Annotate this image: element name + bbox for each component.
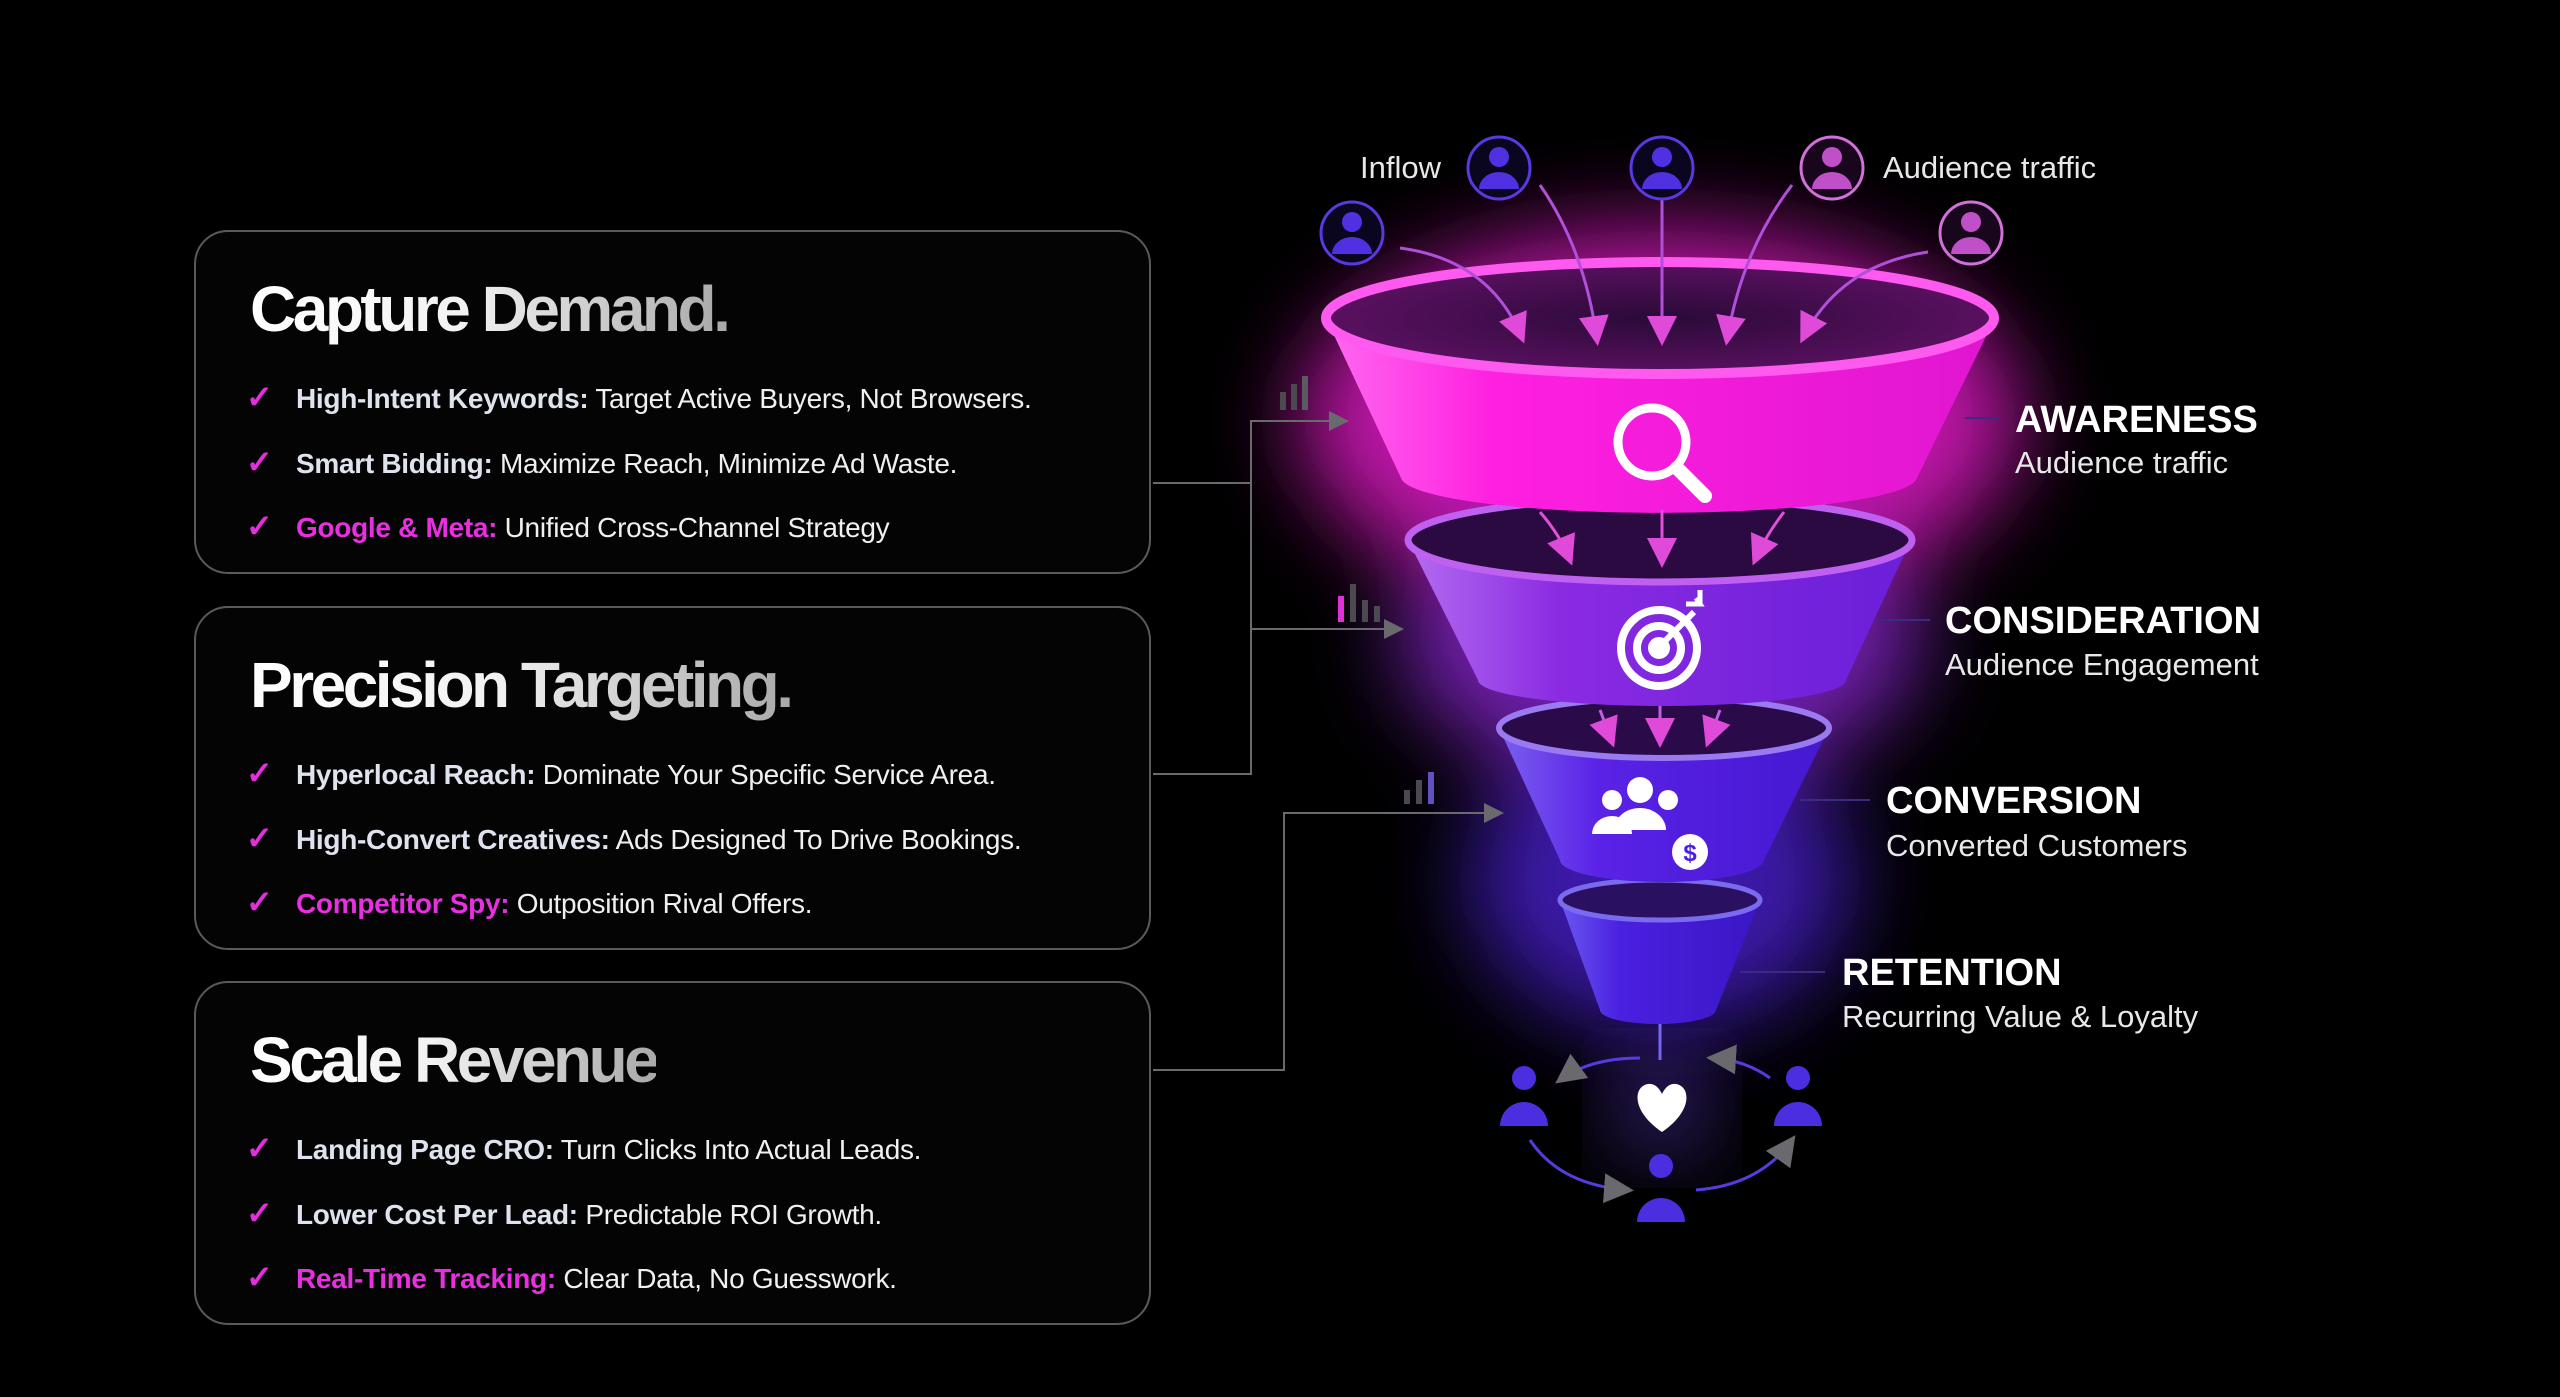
item-label: Landing Page CRO:: [296, 1134, 554, 1165]
flow-arrows: [1538, 510, 1786, 568]
funnel-segment-retention: [1557, 877, 1763, 1060]
inflow-arrows: [1399, 184, 1929, 346]
list-item: ✓ Hyperlocal Reach: Dominate Your Specifi…: [246, 754, 996, 792]
item-text: Predictable ROI Growth.: [585, 1199, 882, 1230]
svg-text:$: $: [1683, 840, 1697, 867]
item-label: Lower Cost Per Lead:: [296, 1199, 578, 1230]
item-label: Hyperlocal Reach:: [296, 759, 536, 790]
check-icon: ✓: [246, 444, 273, 480]
list-item: ✓ Landing Page CRO: Turn Clicks Into Actu…: [246, 1129, 921, 1167]
check-icon: ✓: [246, 755, 273, 791]
item-label: High-Intent Keywords:: [296, 383, 589, 414]
card-scale-revenue: Scale Revenue ✓ Landing Page CRO: Turn Cl…: [194, 981, 1151, 1325]
person-icon: [1466, 135, 1532, 201]
heart-icon: [1637, 1083, 1687, 1132]
flow-arrows: [1589, 706, 1731, 748]
search-icon: [1613, 403, 1712, 503]
item-text: Maximize Reach, Minimize Ad Waste.: [499, 448, 958, 479]
loop-arrows: [1528, 1044, 1796, 1204]
item-label: Google & Meta:: [296, 512, 498, 543]
item-label: Competitor Spy:: [296, 888, 510, 919]
avatar-icons: [1319, 135, 2004, 266]
funnel-segment-consideration: [1404, 494, 1916, 706]
card-title: Capture Demand.: [250, 273, 731, 345]
stage-title: CONSIDERATION: [1945, 600, 2261, 642]
card-capture-demand: Capture Demand. ✓ High-Intent Keywords: T…: [194, 230, 1151, 574]
list-item: ✓ High-Convert Creatives: Ads Designed To…: [246, 819, 1022, 857]
check-icon: ✓: [246, 379, 273, 415]
person-icon: [1799, 135, 1865, 201]
person-icon: [1774, 1066, 1822, 1126]
customers-dollar-icon: $: [1592, 777, 1708, 870]
check-icon: ✓: [246, 884, 273, 920]
stage-title: RETENTION: [1842, 952, 2062, 994]
card-title: Precision Targeting.: [250, 649, 794, 721]
check-icon: ✓: [246, 1195, 273, 1231]
bar-chart-icon: [1280, 376, 1308, 410]
list-item: ✓ Real-Time Tracking: Clear Data, No Gues…: [246, 1258, 897, 1296]
item-label: Smart Bidding:: [296, 448, 493, 479]
check-icon: ✓: [246, 1259, 273, 1295]
item-text: Clear Data, No Guesswork.: [563, 1263, 897, 1294]
list-item: ✓ Competitor Spy: Outposition Rival Offer…: [246, 883, 813, 921]
connector-lines: [1153, 411, 1504, 1071]
check-icon: ✓: [246, 1130, 273, 1166]
item-text: Target Active Buyers, Not Browsers.: [595, 383, 1032, 414]
stage-subtitle: Audience traffic: [2015, 445, 2228, 480]
list-item: ✓ High-Intent Keywords: Target Active Buy…: [246, 378, 1032, 416]
person-icon: [1500, 1066, 1548, 1126]
stage-subtitle: Audience Engagement: [1945, 647, 2259, 682]
list-item: ✓ Lower Cost Per Lead: Predictable ROI Gr…: [246, 1194, 882, 1232]
bar-chart-icon: [1338, 584, 1380, 622]
item-text: Unified Cross-Channel Strategy: [504, 512, 890, 543]
item-label: Real-Time Tracking:: [296, 1263, 556, 1294]
stage-labels: AWARENESS Audience traffic CONSIDERATION…: [1842, 399, 2261, 1034]
item-text: Dominate Your Specific Service Area.: [542, 759, 996, 790]
stage-subtitle: Converted Customers: [1886, 828, 2188, 863]
check-icon: ✓: [246, 820, 273, 856]
card-precision-targeting: Precision Targeting. ✓ Hyperlocal Reach: …: [194, 606, 1151, 950]
person-icon: [1938, 200, 2004, 266]
audience-traffic-label: Audience traffic: [1883, 150, 2096, 185]
person-icon: [1319, 200, 1385, 266]
funnel-segment-conversion: $: [1496, 695, 1832, 882]
stage-title: AWARENESS: [2015, 399, 2258, 441]
stage-subtitle: Recurring Value & Loyalty: [1842, 999, 2199, 1034]
bar-chart-icon: [1404, 772, 1434, 804]
funnel-segment-awareness: [1321, 257, 1999, 513]
check-icon: ✓: [246, 508, 273, 544]
stage-title: CONVERSION: [1886, 780, 2141, 822]
heart-loop-icon: [1500, 1044, 1822, 1222]
person-icon: [1629, 135, 1695, 201]
card-title: Scale Revenue: [250, 1024, 660, 1096]
item-text: Ads Designed To Drive Bookings.: [615, 824, 1022, 855]
item-label: High-Convert Creatives:: [296, 824, 610, 855]
item-text: Turn Clicks Into Actual Leads.: [560, 1134, 922, 1165]
item-text: Outposition Rival Offers.: [516, 888, 813, 919]
inflow-label: Inflow: [1360, 150, 1442, 185]
target-icon: [1617, 590, 1705, 690]
stage-leader-lines: [1740, 417, 2000, 973]
list-item: ✓ Smart Bidding: Maximize Reach, Minimize…: [246, 443, 957, 481]
person-icon: [1637, 1154, 1685, 1222]
list-item: ✓ Google & Meta: Unified Cross-Channel St…: [246, 507, 890, 545]
